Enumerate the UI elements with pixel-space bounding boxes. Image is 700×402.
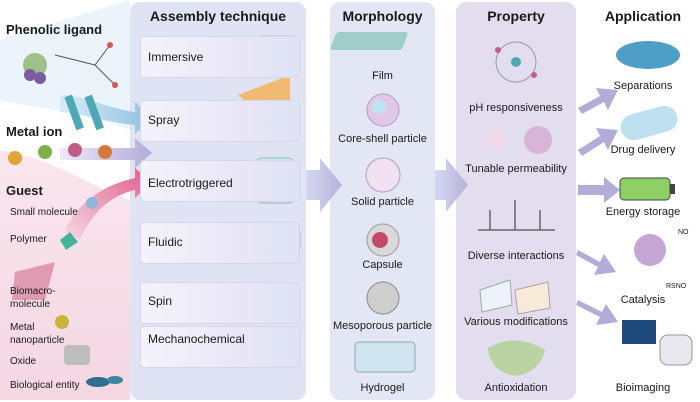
morphology-mesoporous: Mesoporous particle [332, 320, 433, 332]
application-bioimaging: Bioimaging [615, 382, 671, 394]
header-property: Property [487, 8, 545, 24]
phenolic-area [0, 0, 130, 130]
metal-ion-spheres-icon [8, 143, 112, 165]
header-morphology: Morphology [342, 8, 423, 24]
assembly-label-immersive: Immersive [148, 50, 204, 64]
arrow-energy [578, 177, 620, 203]
guest-oxide: Oxide [10, 356, 37, 367]
property-icons [478, 41, 555, 376]
morphology-film: Film [372, 70, 393, 82]
guest-polymer: Polymer [10, 234, 47, 245]
assembly-item-spray [140, 100, 300, 142]
assembly-item-spin [140, 282, 300, 324]
guest-metal-1: Metal [10, 322, 35, 333]
phenolic-arrow [60, 95, 152, 134]
arrow-drug [578, 128, 618, 156]
flow-arrow-2 [435, 158, 468, 212]
morphology-hydrogel: Hydrogel [360, 382, 405, 394]
property-modifications: Various modifications [464, 316, 568, 328]
arrow-separations [578, 88, 618, 114]
application-drug-delivery: Drug delivery [610, 144, 676, 156]
application-energy-storage: Energy storage [605, 206, 681, 218]
morphology-panel [330, 2, 435, 400]
morphology-core-shell: Core-shell particle [338, 133, 427, 145]
assembly-label-electrotriggered: Electrotriggered [148, 176, 233, 190]
guest-metal-2: nanoparticle [10, 335, 65, 346]
application-icons [616, 41, 693, 366]
property-permeability: Tunable permeability [465, 163, 567, 175]
assembly-item-mechanochemical [140, 326, 300, 368]
assembly-label-mechanochemical: Mechanochemical [148, 332, 245, 346]
guest-biomacro-2: molecule [10, 299, 51, 310]
guest-label: Guest [6, 183, 43, 198]
assembly-item-immersive [140, 36, 300, 78]
guest-small-molecule: Small molecule [10, 207, 78, 218]
guest-area [0, 150, 130, 400]
morphology-capsule: Capsule [362, 259, 403, 271]
arrow-catalysis [576, 250, 616, 275]
assembly-item-fluidic [140, 222, 300, 264]
assembly-item-electrotriggered [140, 160, 300, 202]
header-application: Application [604, 8, 682, 24]
flow-arrow-1 [306, 158, 342, 212]
assembly-label-spin: Spin [148, 294, 173, 308]
arrow-bioimaging [576, 300, 618, 325]
property-ph: pH responsiveness [469, 102, 563, 114]
property-antioxidation: Antioxidation [484, 382, 548, 394]
catalysis-rsno-label: RSNO [666, 283, 687, 290]
guest-biological-entity: Biological entity [10, 380, 80, 391]
guest-biomacro-1: Biomacro- [10, 286, 56, 297]
catalysis-no-label: NO [678, 229, 689, 236]
metal-ion-label: Metal ion [6, 124, 63, 139]
application-separations: Separations [613, 80, 673, 92]
phenolic-molecule-icon [23, 42, 118, 131]
header-assembly: Assembly technique [149, 8, 287, 24]
guest-icons [12, 197, 123, 387]
guest-arrow [65, 168, 152, 240]
application-catalysis: Catalysis [620, 294, 666, 306]
assembly-label-spray: Spray [148, 113, 180, 127]
property-interactions: Diverse interactions [467, 250, 565, 262]
assembly-label-fluidic: Fluidic [148, 235, 183, 249]
morphology-solid-particle: Solid particle [351, 196, 414, 208]
morphology-icons [330, 32, 416, 373]
phenolic-ligand-label: Phenolic ligand [6, 22, 103, 37]
